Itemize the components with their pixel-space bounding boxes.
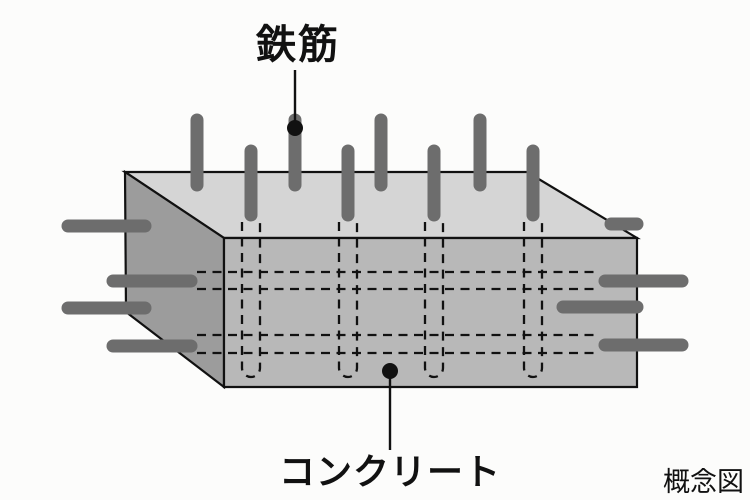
top-rebar-front-row bbox=[244, 144, 540, 222]
left-rebar-rods bbox=[61, 219, 198, 353]
right-rebar-rods bbox=[556, 217, 689, 352]
leader-dot-concrete bbox=[382, 363, 398, 379]
concrete-label: コンクリート bbox=[279, 452, 501, 492]
embedded-vertical-bar-outline bbox=[337, 222, 359, 379]
leader-dot-rebar bbox=[287, 120, 303, 136]
embedded-vertical-bar-outline bbox=[240, 222, 262, 379]
embedded-vertical-bar-outline bbox=[423, 222, 445, 379]
concrete-block bbox=[121, 169, 641, 390]
annotations bbox=[287, 70, 398, 450]
embedded-vertical-bar-outline bbox=[522, 222, 544, 379]
block-front-face bbox=[222, 236, 639, 389]
caption-label: 概念図 bbox=[663, 467, 744, 497]
embedded-rebar-dashed bbox=[197, 222, 598, 379]
rebar-label: 鉄筋 bbox=[255, 22, 340, 67]
